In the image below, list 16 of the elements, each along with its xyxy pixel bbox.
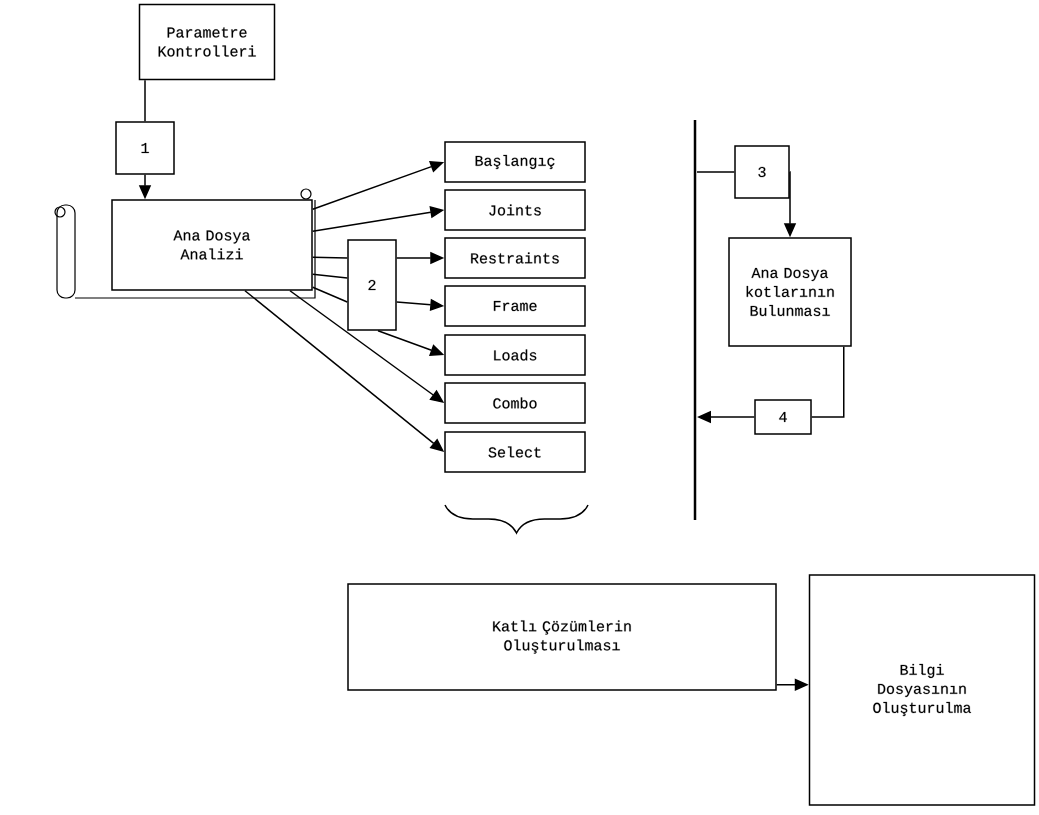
number-box: 4 — [754, 399, 812, 435]
list-box: Joints — [444, 189, 586, 231]
list-box: Başlangıç — [444, 141, 586, 183]
scroll-box: Ana Dosya Analizi — [54, 188, 316, 299]
number-box: 3 — [734, 145, 790, 199]
list-box: Loads — [444, 334, 586, 376]
process-box: Parametre Kontrolleri — [138, 3, 276, 81]
process-box: Bilgi Dosyasının Oluşturulma — [808, 574, 1036, 806]
list-box: Select — [444, 431, 586, 473]
process-box: Ana Dosya kotlarının Bulunması — [728, 237, 852, 347]
list-box: Frame — [444, 285, 586, 327]
list-box: Restraints — [444, 237, 586, 279]
process-box: Katlı Çözümlerin Oluşturulması — [347, 583, 777, 691]
list-box: Combo — [444, 382, 586, 424]
number-box: 1 — [115, 121, 175, 175]
number-box: 2 — [347, 239, 397, 331]
